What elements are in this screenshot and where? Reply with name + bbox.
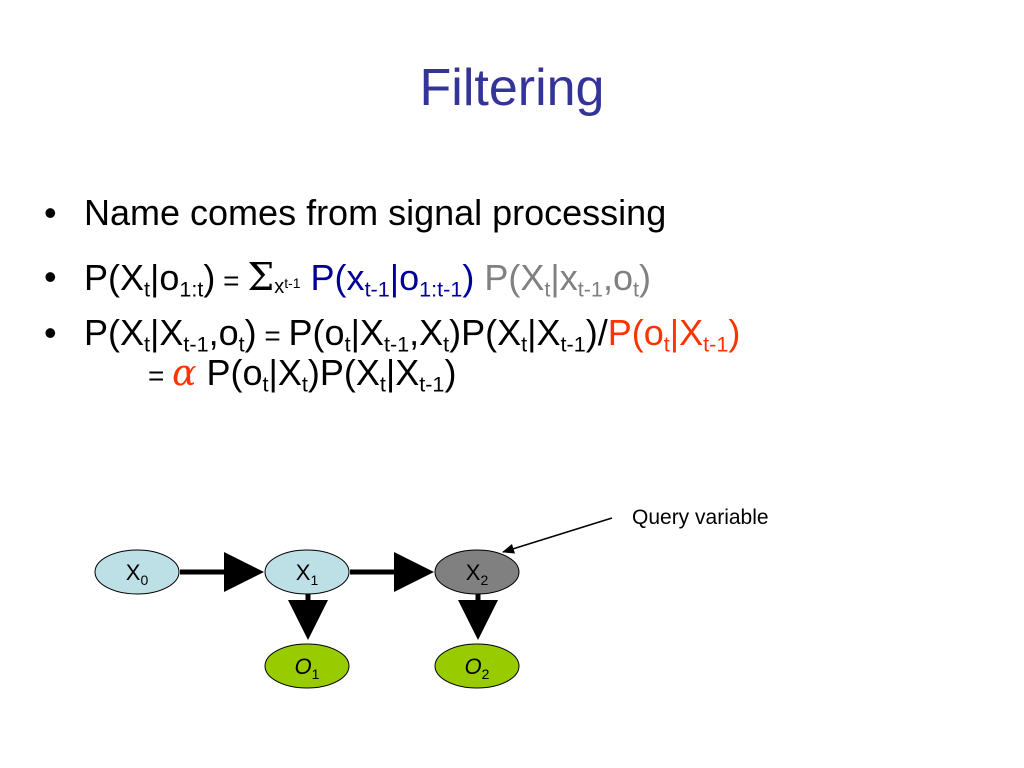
bullet-dot: • <box>44 256 57 297</box>
bullet-list: • Name comes from signal processing • P(… <box>44 190 1014 395</box>
filtering-equation: P(Xt|o1:t) = Σxt-1 P(xt-1|o1:t-1) P(Xt|x… <box>84 255 651 302</box>
svg-text:X2: X2 <box>466 560 489 588</box>
node-x1-shape <box>264 549 350 595</box>
node-x0: X0 <box>94 549 180 595</box>
bullet-dot: • <box>44 312 57 353</box>
sigma-symbol: Σ <box>247 255 275 299</box>
svg-text:O2: O2 <box>465 654 490 682</box>
bayes-equation-continuation: = α P(ot|Xt)P(Xt|Xt-1) <box>44 352 1014 402</box>
alpha-equation: = α P(ot|Xt)P(Xt|Xt-1) <box>148 352 457 397</box>
prediction-term: P(xt-1|o1:t-1) <box>300 257 475 302</box>
bullet-dot: • <box>44 192 57 233</box>
node-o2-shape <box>434 643 520 689</box>
query-pointer-arrow <box>502 517 613 554</box>
node-x2-shape <box>434 549 520 595</box>
bullet-text: Name comes from signal processing <box>84 192 667 233</box>
bullet-item-signal-processing: • Name comes from signal processing <box>44 192 1014 242</box>
node-x2: X2 <box>434 549 520 595</box>
query-variable-label: Query variable <box>632 506 769 529</box>
node-o1: O1 <box>264 643 350 689</box>
bayes-equation: P(Xt|Xt-1,ot) = P(ot|Xt-1,Xt)P(Xt|Xt-1)/… <box>84 312 741 357</box>
svg-text:X1: X1 <box>296 560 319 588</box>
node-x1: X1 <box>264 549 350 595</box>
node-x0-shape <box>94 549 180 595</box>
node-o2: O2 <box>434 643 520 689</box>
bullet-item-filtering-equation: • P(Xt|o1:t) = Σxt-1 P(xt-1|o1:t-1) P(Xt… <box>44 255 1014 306</box>
normalizer-term: P(ot|Xt-1) <box>607 312 741 357</box>
svg-text:X0: X0 <box>126 560 149 588</box>
slide-title: Filtering <box>419 59 605 117</box>
update-term: P(Xt|xt-1,ot) <box>474 257 651 302</box>
svg-text:O1: O1 <box>295 654 320 682</box>
alpha-symbol: α <box>172 353 197 394</box>
node-o1-shape <box>264 643 350 689</box>
bullet-item-bayes-equation: • P(Xt|Xt-1,ot) = P(ot|Xt-1,Xt)P(Xt|Xt-1… <box>44 312 1014 362</box>
